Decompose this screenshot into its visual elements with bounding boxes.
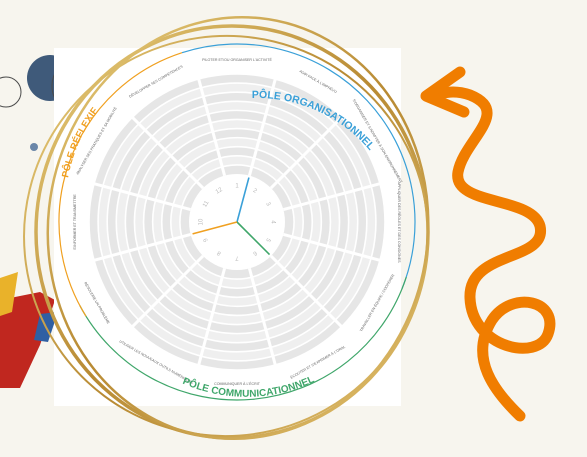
orange-arrow [420,66,556,422]
wheel-divider [269,116,343,190]
hub-number: 8 [216,249,222,256]
wheel-divider [282,232,381,262]
wheel-divider [131,254,205,328]
hub-number: 11 [202,200,211,209]
segment-label: S'INFORMER ET TRANSMETTRE [73,194,77,250]
pole-pointer [192,221,238,235]
hub-number: 1 [235,184,239,190]
outline-ring-3 [0,76,22,108]
segment-label: APPLIQUER DES RÈGLES ET DES CONSIGNES [397,181,402,263]
hub-number: 10 [199,218,205,225]
arrow-squiggle [426,86,556,422]
segment-label: PILOTER ET/OU ORGANISER L'ACTIVITÉ [202,57,272,62]
small-blue-dot [30,143,38,151]
wheel-divider [197,78,227,177]
wheel-divider [269,254,343,328]
wheel-divider [197,267,227,366]
pole-pointer [236,177,250,223]
wheel-divider [93,232,192,262]
gold-ring-2 [23,34,429,438]
hub-number: 5 [264,237,271,243]
logo-yellow-shape [0,272,18,316]
gold-ring-3 [46,15,430,441]
pole-boundary-arc [79,276,407,401]
hub-number: 6 [251,249,257,256]
segment-label: COMMUNIQUER À L'ÉCRIT [214,381,261,386]
wheel-divider [93,182,192,212]
pole-boundary-arc [181,43,416,289]
hub-number: 2 [252,188,258,195]
wheel-divider [131,116,205,190]
wheel-divider [247,78,277,177]
wheel-divider [282,182,381,212]
hub-number: 12 [215,187,224,196]
hub-number: 7 [235,254,239,260]
hub-number: 3 [264,201,271,207]
hub-number: 9 [203,236,210,242]
hub-number: 4 [269,220,275,224]
arrow-head [420,66,470,118]
wheel-divider [247,267,277,366]
pole-pointer [236,221,271,256]
gold-frame [23,15,430,441]
pole-boundary-arc [58,52,183,317]
